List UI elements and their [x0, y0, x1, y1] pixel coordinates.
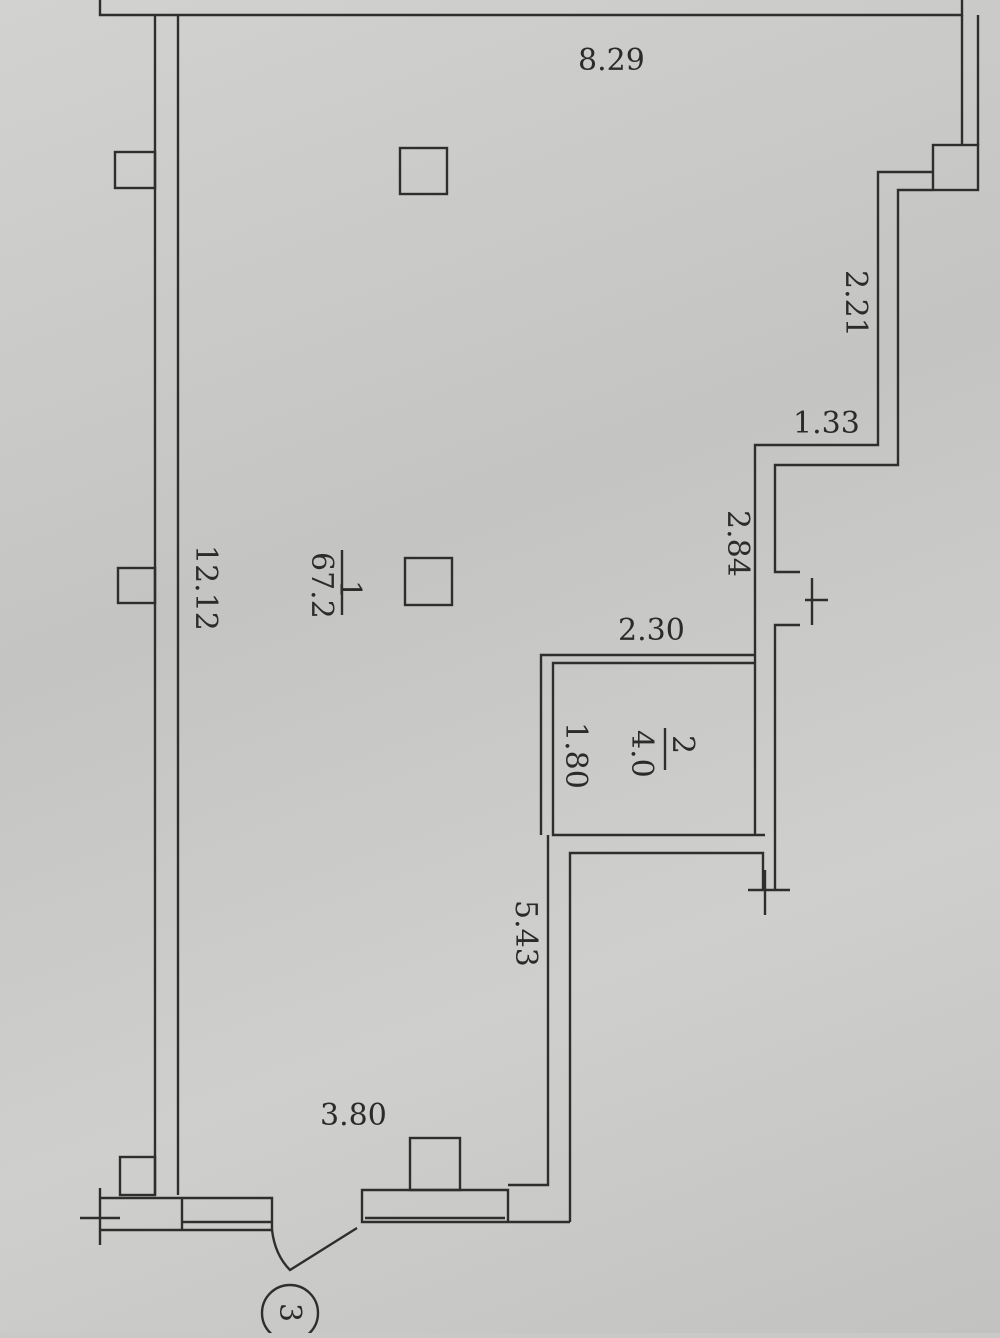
- pillar: [931, 143, 980, 192]
- top-right-wall: [960, 15, 980, 145]
- entrance-marker: 3: [260, 1283, 320, 1338]
- room-2-number: 2: [665, 735, 700, 754]
- dim-corridor-length: 5.43: [508, 900, 543, 967]
- left-wall: [153, 15, 180, 1195]
- dim-top-width: 8.29: [578, 43, 645, 78]
- room-1-number: 1: [332, 580, 367, 599]
- dim-right-upper: 2.21: [838, 270, 873, 337]
- bottom-wall-left: [80, 1188, 274, 1245]
- entrance-marker-number: 3: [272, 1303, 307, 1322]
- room-2-area: 4.0: [624, 730, 659, 778]
- columns: [113, 146, 462, 1197]
- room2-wall-outer: [539, 653, 755, 835]
- column: [113, 150, 157, 190]
- dim-step-width: 1.33: [793, 406, 860, 441]
- bottom-wall-right: [360, 1188, 570, 1224]
- walls: [80, 0, 980, 1272]
- right-wall-outer: [773, 188, 933, 890]
- room-1-label: 1 67.2: [304, 550, 367, 619]
- column: [118, 1155, 157, 1197]
- entrance-door: [270, 1226, 358, 1272]
- corridor-wall: [508, 835, 765, 1222]
- column: [403, 556, 454, 607]
- dim-room2-width: 2.30: [618, 613, 685, 648]
- dimension-ticks: [748, 578, 828, 915]
- column: [408, 1136, 462, 1192]
- column: [116, 566, 157, 605]
- entrance-marker-circle: [260, 1283, 320, 1338]
- dim-room2-depth: 1.80: [558, 722, 593, 789]
- room-2-label: 2 4.0: [624, 728, 700, 778]
- room2-wall-inner: [551, 661, 765, 837]
- column: [398, 146, 449, 196]
- room-1-area: 67.2: [304, 552, 339, 619]
- dim-bottom-width: 3.80: [320, 1098, 387, 1133]
- right-wall-inner: [753, 170, 933, 835]
- dim-left-length: 12.12: [188, 545, 223, 631]
- dim-right-middle: 2.84: [720, 510, 755, 577]
- top-wall: [98, 0, 964, 17]
